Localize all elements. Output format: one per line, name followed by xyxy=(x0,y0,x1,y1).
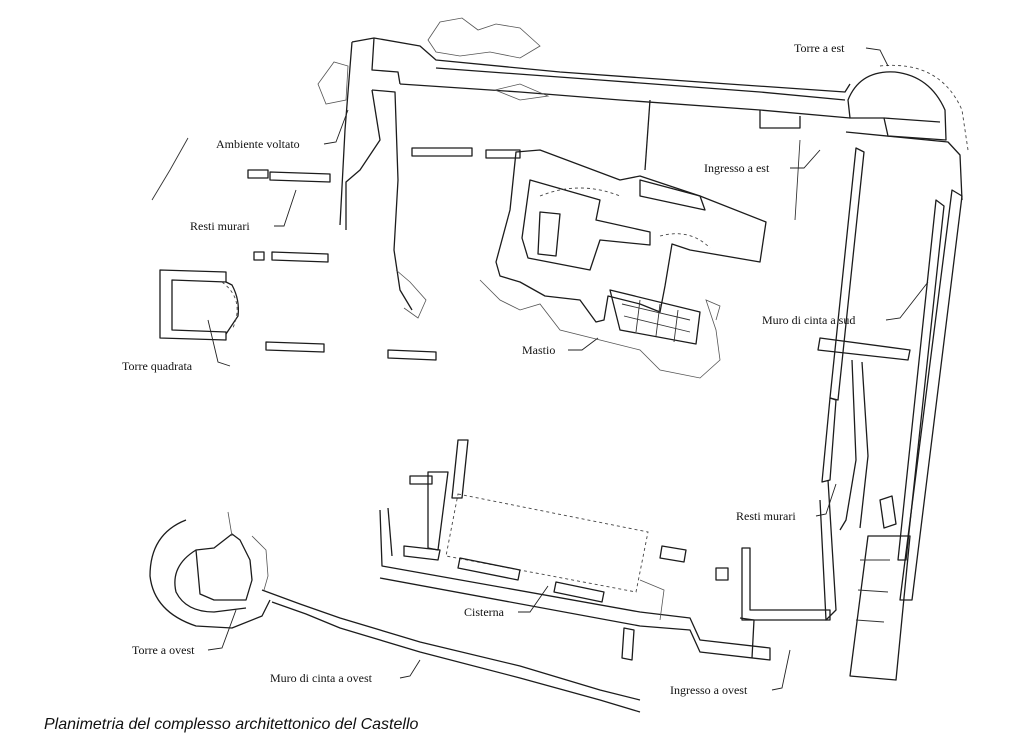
leader-lines xyxy=(207,47,929,691)
north-wall xyxy=(339,37,851,226)
label-muro-di-cinta-a-sud: Muro di cinta a sud xyxy=(762,313,855,327)
label-muro-di-cinta-a-ovest: Muro di cinta a ovest xyxy=(270,671,373,685)
resti-murari-east xyxy=(715,397,837,621)
resti-murari-west xyxy=(151,137,521,361)
label-resti-murari-west: Resti murari xyxy=(190,219,250,233)
label-ingresso-a-est: Ingresso a est xyxy=(704,161,770,175)
label-torre-a-est: Torre a est xyxy=(794,41,845,55)
muro-cinta-sud xyxy=(794,139,963,681)
ambiente-voltato xyxy=(345,89,427,319)
rock-outcrop-north xyxy=(317,17,550,105)
label-ambiente-voltato: Ambiente voltato xyxy=(216,137,300,151)
label-mastio: Mastio xyxy=(522,343,555,357)
label-ingresso-a-ovest: Ingresso a ovest xyxy=(670,683,748,697)
label-torre-a-ovest: Torre a ovest xyxy=(132,643,195,657)
torre-ovest xyxy=(149,511,641,713)
cisterna xyxy=(379,439,771,661)
mastio xyxy=(479,149,767,379)
figure-caption: Planimetria del complesso architettonico… xyxy=(44,716,419,733)
torre-est xyxy=(845,64,969,201)
label-torre-quadrata: Torre quadrata xyxy=(122,359,193,373)
label-resti-murari-east: Resti murari xyxy=(736,509,796,523)
label-cisterna: Cisterna xyxy=(464,605,505,619)
torre-quadrata xyxy=(159,269,240,341)
